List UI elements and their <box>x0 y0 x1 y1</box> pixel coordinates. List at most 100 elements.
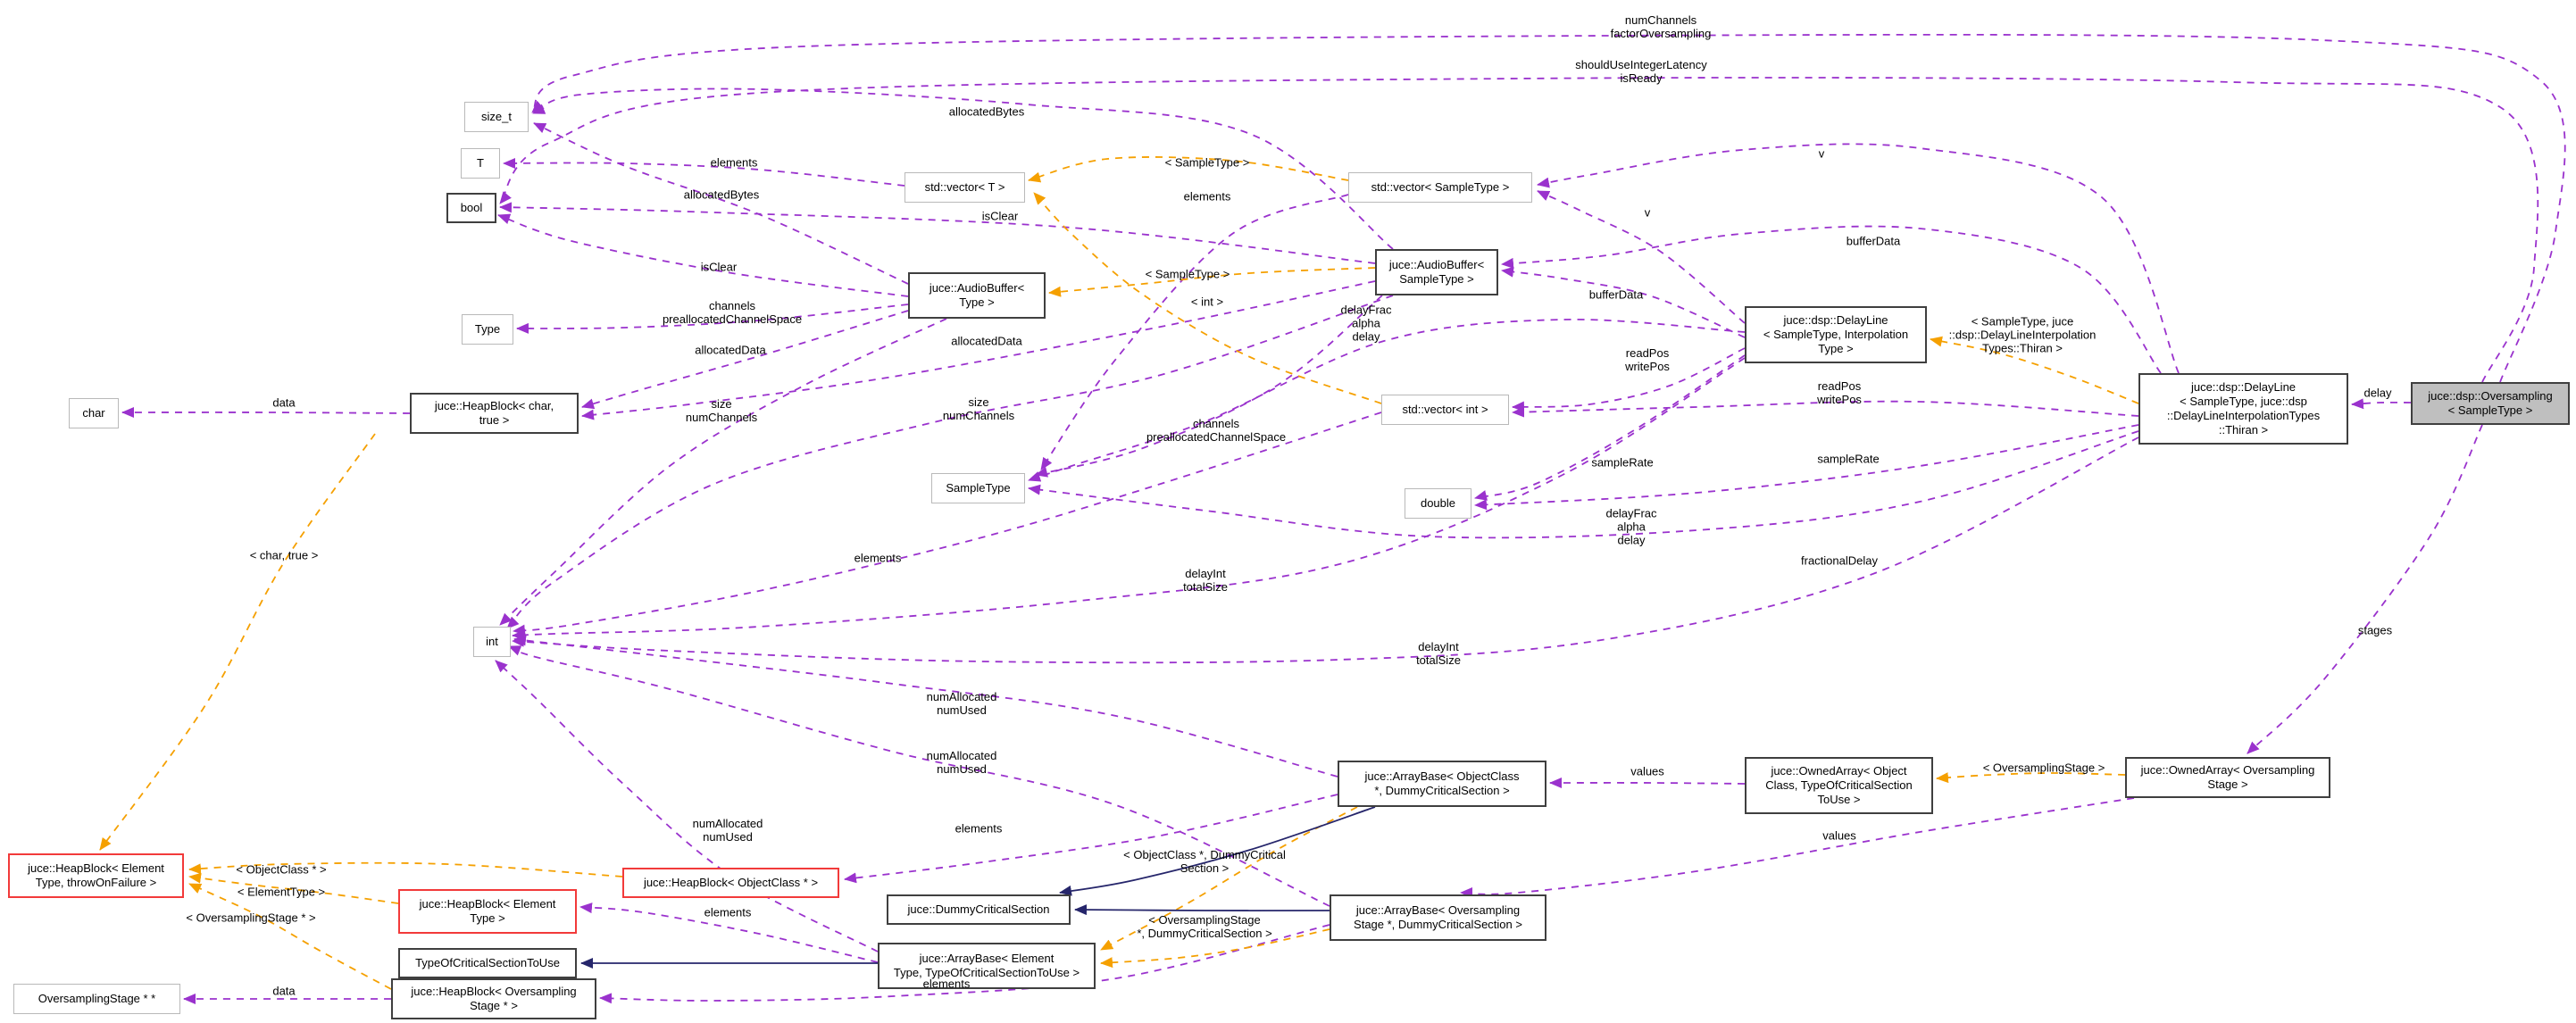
edge-usage-std-vector-t-to-t <box>503 157 905 187</box>
node-label-line: SampleType > <box>1399 272 1474 286</box>
node-label-line: size_t <box>481 110 512 123</box>
node-delayline-interpolationtype[interactable]: juce::dsp::DelayLine< SampleType, Interp… <box>1745 306 1927 363</box>
node-audiobuffer-type[interactable]: juce::AudioBuffer<Type > <box>908 272 1046 319</box>
edge-usage-audiobuffer-type-to-int <box>499 318 947 626</box>
edge-usage-delayline-interpolationtype-to-std-vector-sampletype <box>1537 190 1746 324</box>
edge-usage-ownedarray-oversamplingstage-to-arraybase-oversamplingstage <box>1460 797 2135 899</box>
edge-usage-delayline-interpolationtype-to-double <box>1474 354 1746 501</box>
node-label-line: juce::HeapBlock< ObjectClass * > <box>643 876 819 889</box>
node-label-line: juce::ArrayBase< ObjectClass <box>1364 769 1520 783</box>
node-char[interactable]: char <box>69 398 119 428</box>
node-typeofcriticalsectiontouse[interactable]: TypeOfCriticalSectionToUse <box>398 948 577 978</box>
edge-usage-delayline-interpolationtype-to-int <box>512 357 1746 641</box>
edge-usage-audiobuffer-sampletype-to-bool <box>499 202 1376 264</box>
edge-usage-audiobuffer-type-to-type <box>516 304 909 334</box>
edge-usage-audiobuffer-type-to-bool <box>497 213 909 297</box>
node-type[interactable]: Type <box>462 314 513 345</box>
node-label-line: Stage > <box>2207 778 2248 791</box>
node-label-line: Stage * > <box>470 999 518 1012</box>
edge-usage-delayline-thiran-to-sampletype <box>1028 430 2139 539</box>
node-label-line: std::vector< SampleType > <box>1371 180 1510 194</box>
node-label-line: double <box>1420 496 1456 510</box>
edge-template-ownedarray-oversamplingstage-to-ownedarray-objectclass <box>1936 772 2126 784</box>
node-label-line: ::Thiran > <box>2218 423 2269 437</box>
edge-template-heapblock-objectclass-to-heapblock-elementtype-throwonfailure <box>188 861 623 877</box>
node-label-line: Type, TypeOfCriticalSectionToUse > <box>893 966 1080 979</box>
node-label-line: int <box>486 635 498 648</box>
node-size-t[interactable]: size_t <box>464 102 529 132</box>
edge-usage-heapblock-char-true-to-char <box>121 406 411 418</box>
node-std-vector-t[interactable]: std::vector< T > <box>905 172 1025 203</box>
node-label-line: T <box>477 156 484 170</box>
node-std-vector-sampletype[interactable]: std::vector< SampleType > <box>1348 172 1532 203</box>
node-label-line: Type <box>474 322 501 336</box>
edge-template-arraybase-oversamplingstage-to-arraybase-elementtype <box>1100 928 1330 969</box>
node-double[interactable]: double <box>1405 488 1471 519</box>
edge-inheritance-arraybase-oversamplingstage-to-dummycriticalsection <box>1074 904 1330 916</box>
node-label-line: juce::dsp::Oversampling <box>2428 389 2553 403</box>
edge-usage-audiobuffer-type-to-size-t <box>533 122 909 285</box>
edge-usage-arraybase-oversamplingstage-to-heapblock-oversamplingstage <box>599 924 1330 1004</box>
node-label-line: juce::AudioBuffer< <box>1388 258 1485 271</box>
edge-usage-oversampling-to-ownedarray-oversamplingstage <box>2247 424 2483 754</box>
node-oversampling[interactable]: juce::dsp::Oversampling< SampleType > <box>2411 382 2570 425</box>
node-t[interactable]: T <box>461 148 500 179</box>
node-audiobuffer-sampletype[interactable]: juce::AudioBuffer<SampleType > <box>1375 249 1498 295</box>
edge-template-heapblock-elementtype-to-heapblock-elementtype-throwonfailure <box>188 872 399 904</box>
node-label-line: juce::HeapBlock< Oversampling <box>411 985 577 998</box>
node-label-line: true > <box>479 413 510 427</box>
node-label-line: juce::DummyCriticalSection <box>907 902 1050 916</box>
edge-template-heapblock-char-true-to-heapblock-elementtype-throwonfailure <box>99 433 376 851</box>
node-label-line: juce::ArrayBase< Oversampling <box>1355 903 1521 917</box>
node-std-vector-int[interactable]: std::vector< int > <box>1381 395 1509 425</box>
node-label-line: juce::ArrayBase< Element <box>919 952 1055 965</box>
node-label-line: Class, TypeOfCriticalSection <box>1765 778 1913 792</box>
edge-template-std-vector-sampletype-to-std-vector-t <box>1028 156 1349 183</box>
node-delayline-thiran[interactable]: juce::dsp::DelayLine< SampleType, juce::… <box>2138 373 2348 445</box>
edge-usage-audiobuffer-type-to-heapblock-char-true <box>581 310 909 410</box>
edge-usage-delayline-interpolationtype-to-audiobuffer-sampletype <box>1501 266 1746 338</box>
edge-usage-delayline-interpolationtype-to-sampletype <box>1028 318 1746 482</box>
node-label-line: juce::dsp::DelayLine <box>1783 313 1888 327</box>
edge-usage-std-vector-sampletype-to-sampletype <box>1040 194 1349 470</box>
edge-usage-arraybase-objectclass-to-heapblock-objectclass <box>844 794 1338 884</box>
edge-usage-audiobuffer-sampletype-to-heapblock-char-true <box>581 280 1376 420</box>
node-bool[interactable]: bool <box>446 193 496 223</box>
node-arraybase-objectclass[interactable]: juce::ArrayBase< ObjectClass*, DummyCrit… <box>1338 761 1546 807</box>
edge-usage-audiobuffer-sampletype-to-int <box>506 295 1394 629</box>
node-label-line: bool <box>460 201 483 214</box>
node-label-line: SampleType <box>946 481 1011 495</box>
node-heapblock-objectclass[interactable]: juce::HeapBlock< ObjectClass * > <box>622 868 839 898</box>
edge-usage-oversampling-to-size-t <box>531 33 2566 383</box>
node-label-line: OversamplingStage * * <box>38 992 156 1005</box>
edge-template-heapblock-oversamplingstage-to-heapblock-elementtype-throwonfailure <box>188 883 392 990</box>
node-label-line: ToUse > <box>1817 793 1861 806</box>
node-label-line: *, DummyCriticalSection > <box>1374 784 1510 797</box>
node-int[interactable]: int <box>473 627 511 657</box>
edge-usage-arraybase-elementtype-to-int <box>495 660 879 952</box>
edge-usage-delayline-thiran-to-double <box>1474 424 2139 511</box>
node-label-line: juce::AudioBuffer< <box>929 281 1025 295</box>
edge-usage-delayline-interpolationtype-to-std-vector-int <box>1512 347 1746 412</box>
node-label-line: Stage *, DummyCriticalSection > <box>1354 918 1522 931</box>
node-heapblock-char-true[interactable]: juce::HeapBlock< char,true > <box>410 393 579 434</box>
edge-usage-audiobuffer-sampletype-to-sampletype <box>1035 295 1383 478</box>
edge-template-std-vector-int-to-std-vector-t <box>1033 192 1382 404</box>
edge-usage-std-vector-int-to-int <box>513 412 1382 636</box>
edge-usage-delayline-thiran-to-std-vector-int <box>1512 400 2139 418</box>
node-sampletype[interactable]: SampleType <box>931 473 1025 503</box>
node-label-line: Type, throwOnFailure > <box>35 876 157 889</box>
node-dummycriticalsection[interactable]: juce::DummyCriticalSection <box>887 894 1071 925</box>
node-label-line: std::vector< int > <box>1402 403 1488 416</box>
edge-usage-oversampling-to-delayline-thiran <box>2351 398 2412 410</box>
node-oversamplingstage-pp[interactable]: OversamplingStage * * <box>13 984 180 1014</box>
